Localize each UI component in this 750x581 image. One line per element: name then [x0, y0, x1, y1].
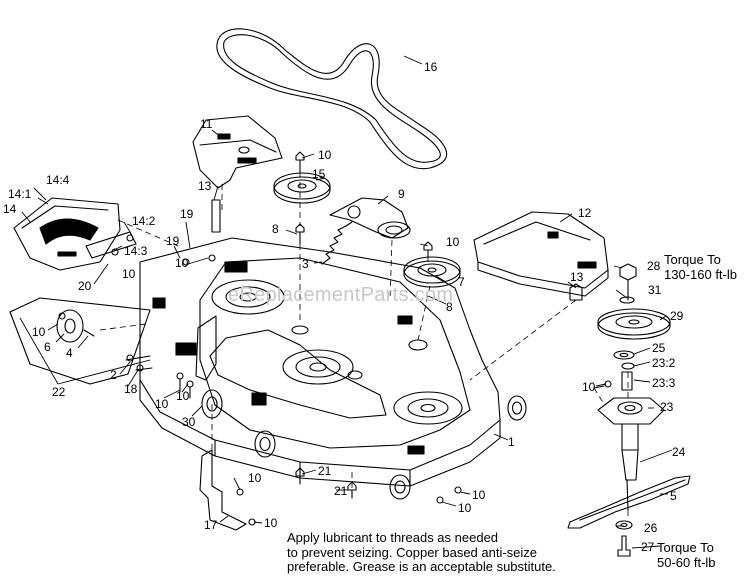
lubricant-note-line2: to prevent seizing. Copper based anti-se… — [287, 544, 538, 560]
callout-17: 17 — [204, 518, 218, 532]
callout-29: 29 — [670, 309, 684, 323]
callout-26: 26 — [644, 521, 658, 535]
baffle-30 — [195, 315, 217, 381]
callout-3: 3 — [302, 257, 309, 271]
lubricant-note-line1: Apply lubricant to threads as needed — [287, 530, 499, 545]
callout-8b: 8 — [446, 300, 453, 314]
belt-part — [216, 28, 448, 170]
callout-28: 28 — [647, 259, 661, 273]
callout-23-2: 23:2 — [652, 356, 676, 370]
callout-10i: 10 — [248, 471, 262, 485]
bolt-27 — [617, 535, 631, 557]
callout-14-3: 14:3 — [124, 244, 148, 258]
callout-14: 14 — [3, 202, 17, 216]
callout-10k: 10 — [458, 501, 472, 515]
spindle-pulley-29 — [597, 308, 671, 340]
torque-spec-blade-line1: Torque To — [657, 540, 714, 555]
callout-10f: 10 — [582, 380, 596, 394]
callout-5: 5 — [670, 489, 677, 503]
caster-wheel-assembly — [9, 297, 153, 385]
spindle-housing-23 — [597, 397, 665, 451]
spindle-shaft-24 — [621, 449, 639, 511]
assembly-lines — [99, 172, 629, 520]
callout-14-2: 14:2 — [132, 214, 156, 228]
torque-spec-spindle-line1: Torque To — [664, 252, 721, 267]
spindle-spacers — [613, 350, 635, 391]
blade-5 — [567, 475, 691, 529]
cover-11-part — [192, 115, 283, 189]
torque-spec-spindle-line2: 130-160 ft-lb — [664, 267, 737, 282]
callout-23-3: 23:3 — [652, 376, 676, 390]
callout-6: 6 — [44, 340, 51, 354]
callout-13: 13 — [198, 179, 212, 193]
callout-10d: 10 — [122, 267, 136, 281]
callout-7: 7 — [458, 275, 465, 289]
callout-19b: 19 — [166, 234, 180, 248]
callout-12: 12 — [578, 206, 592, 220]
callout-2: 2 — [110, 368, 117, 382]
callout-10c: 10 — [175, 256, 189, 270]
callout-10h: 10 — [176, 389, 190, 403]
watermark-text: eReplacementParts.com — [228, 284, 454, 306]
idler-arm-9 — [329, 197, 411, 239]
cover-12-part — [473, 211, 609, 297]
lubricant-note-line3: preferable. Grease is an acceptable subs… — [287, 559, 556, 575]
torque-spec-blade-bolt: Torque To 50-60 ft-lb — [657, 540, 716, 570]
deck-shell-part — [139, 237, 501, 487]
callout-18: 18 — [124, 382, 138, 396]
spring-3 — [321, 221, 353, 265]
callout-11: 11 — [200, 117, 213, 131]
callout-31: 31 — [648, 283, 662, 297]
callout-10j: 10 — [472, 488, 486, 502]
callout-21a: 21 — [318, 464, 332, 478]
callout-10: 10 — [318, 148, 332, 162]
torque-spec-spindle-nut: Torque To 130-160 ft-lb — [664, 252, 737, 282]
idler-pulley-7 — [403, 256, 461, 288]
callout-20: 20 — [78, 279, 92, 293]
callout-22: 22 — [52, 385, 66, 399]
leader-lines — [19, 55, 673, 549]
callout-8a: 8 — [272, 222, 279, 236]
deck-decals — [152, 261, 425, 455]
bracket-17 — [199, 449, 247, 531]
callout-19a: 19 — [180, 207, 194, 221]
lubricant-note: Apply lubricant to threads as needed to … — [287, 530, 556, 575]
callout-10e: 10 — [32, 325, 46, 339]
callout-15: 15 — [312, 167, 326, 181]
callout-30: 30 — [182, 415, 196, 429]
callout-1: 1 — [508, 435, 515, 449]
callout-21b: 21 — [334, 484, 348, 498]
callout-23: 23 — [660, 400, 674, 414]
callout-10l: 10 — [264, 516, 278, 530]
washer-26 — [615, 520, 633, 530]
callout-9: 9 — [398, 187, 405, 201]
callout-24: 24 — [672, 445, 686, 459]
callout-25: 25 — [652, 341, 666, 355]
callout-27: 27 — [641, 540, 655, 554]
callout-14-1: 14:1 — [8, 187, 32, 201]
idler-pulley-15 — [273, 172, 331, 204]
callout-10g: 10 — [155, 397, 169, 411]
callout-16: 16 — [424, 60, 438, 74]
callout-13b: 13 — [570, 270, 584, 284]
washer-31 — [619, 296, 635, 304]
cover-14-part — [13, 197, 137, 271]
callout-14-4: 14:4 — [46, 173, 70, 187]
callout-10b: 10 — [446, 235, 460, 249]
torque-spec-blade-line2: 50-60 ft-lb — [657, 555, 716, 570]
callout-4: 4 — [66, 346, 73, 360]
